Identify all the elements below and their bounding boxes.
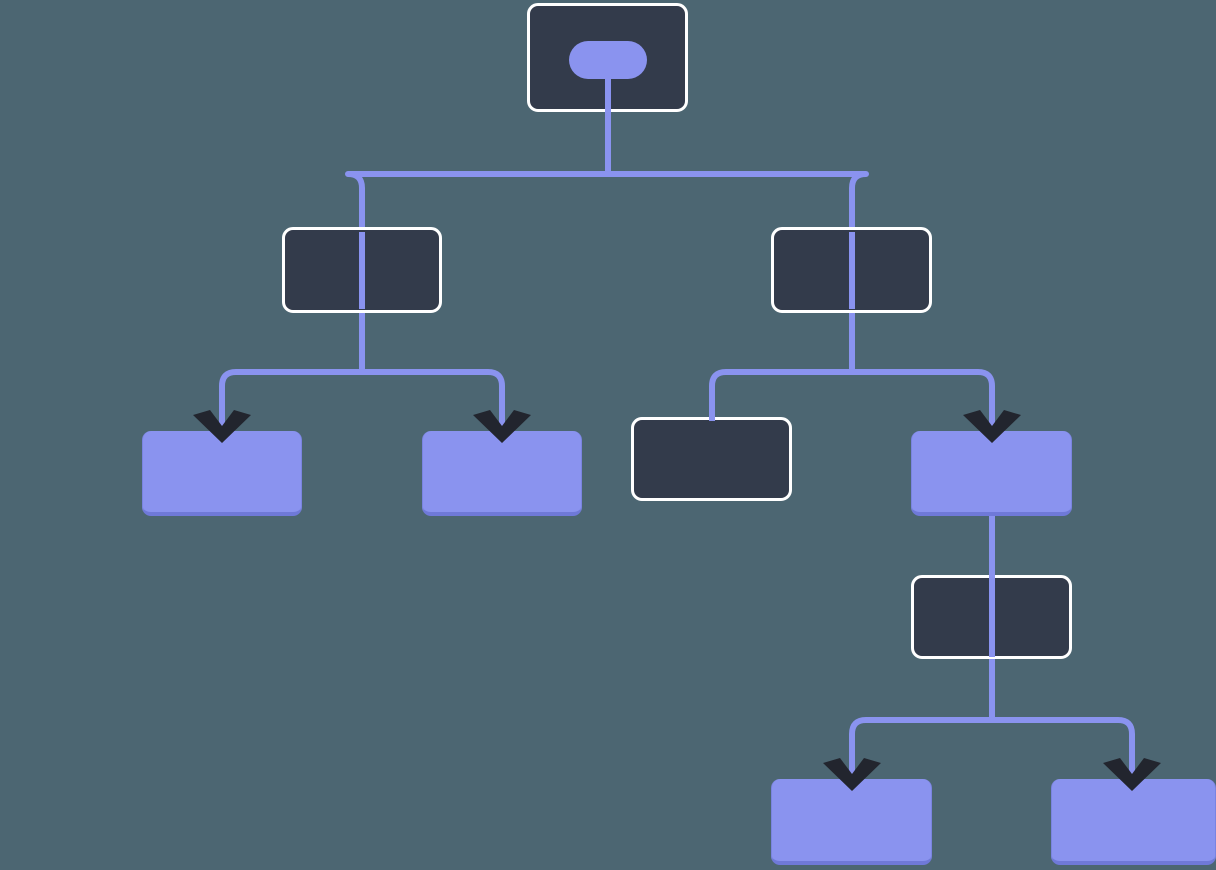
arrowhead-a3 xyxy=(823,758,881,791)
connector-p-n7-bus-right xyxy=(992,717,1135,783)
tree-node-n3-leaf[interactable] xyxy=(142,431,302,516)
root-node-inner-pill xyxy=(569,41,647,79)
connector-p-n1-bus-right xyxy=(362,369,505,435)
connector-p-n7-bus-left xyxy=(849,717,992,783)
arrowhead-a4 xyxy=(1103,758,1161,791)
tree-node-n9-leaf[interactable] xyxy=(1051,779,1216,865)
tree-node-n5-terminal[interactable] xyxy=(631,417,792,501)
tree-node-n6-branch[interactable] xyxy=(911,431,1072,516)
connector-p-root-bus xyxy=(345,171,608,227)
connector-p-root-bus-right xyxy=(608,171,869,227)
connector-p-n1-bus-left xyxy=(219,369,362,435)
arrowhead-a1 xyxy=(473,410,531,443)
connector-p-n2-bus-left xyxy=(709,369,852,421)
tree-node-n8-leaf[interactable] xyxy=(771,779,932,865)
tree-node-n4-leaf[interactable] xyxy=(422,431,582,516)
arrowhead-a0 xyxy=(193,410,251,443)
arrowhead-a2 xyxy=(963,410,1021,443)
connector-p-n2-bus-right xyxy=(852,369,995,435)
